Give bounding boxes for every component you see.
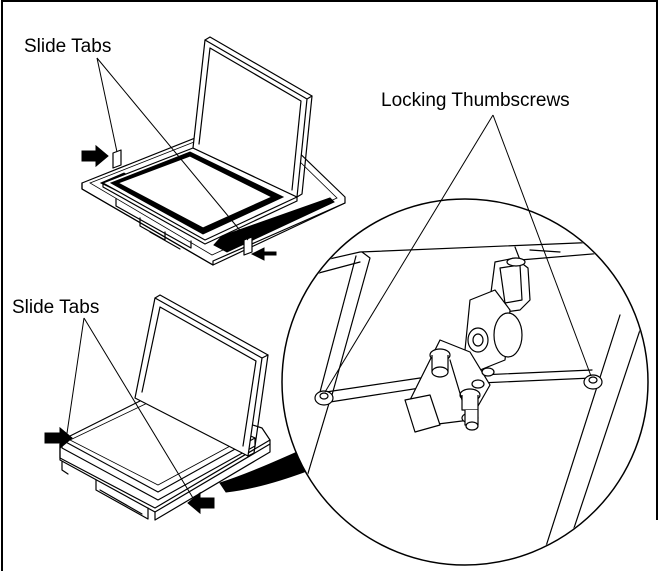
slide-tab-bottom-right <box>187 491 215 515</box>
slide-tabs-top-label: Slide Tabs <box>24 36 111 57</box>
slide-tab-bottom-left <box>44 426 73 450</box>
slide-tab-top-right <box>243 236 277 261</box>
magnified-detail <box>281 198 649 566</box>
slide-tab-top-left <box>81 144 122 169</box>
locking-thumbscrews-label: Locking Thumbscrews <box>381 90 570 111</box>
thumbscrew-right <box>583 374 603 390</box>
slide-tabs-bottom-label: Slide Tabs <box>12 297 99 318</box>
open-tray-drawing <box>81 36 346 266</box>
thumbscrew-left <box>314 390 334 406</box>
leader-lines <box>65 57 592 499</box>
